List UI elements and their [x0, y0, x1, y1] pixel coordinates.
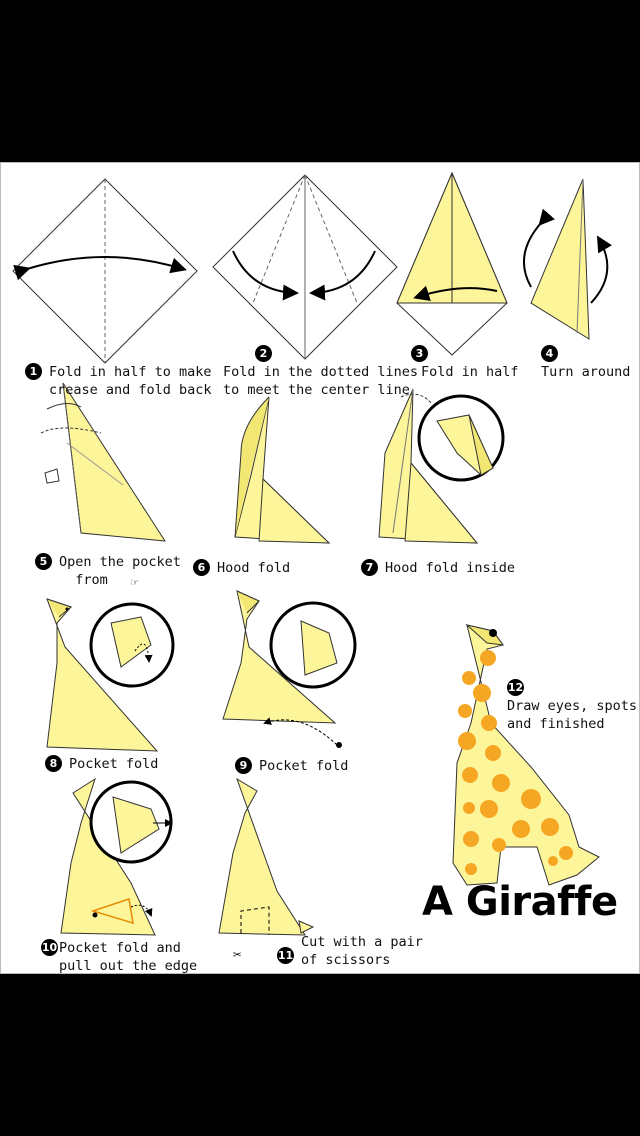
step-9-text: Pocket fold — [259, 758, 349, 774]
step-8-text: Pocket fold — [69, 756, 159, 772]
step-5-caption: 5 Open the pocket from☞ — [35, 553, 181, 589]
hand-pointer-icon: ☞ — [131, 575, 139, 589]
step-5-number: 5 — [35, 553, 52, 570]
svg-text:✂: ✂ — [233, 947, 242, 963]
origami-diagrams: ✂ — [12, 171, 612, 963]
step10-diagram — [60, 777, 173, 936]
step-11-text: Cut with a pair of scissors — [301, 934, 423, 968]
step-4-number: 4 — [541, 345, 558, 362]
step-6-text: Hood fold — [217, 560, 291, 576]
step11-diagram: ✂ — [218, 777, 315, 963]
step-4-text: Turn around — [541, 364, 631, 380]
page-title: A Giraffe — [422, 879, 618, 925]
step-9-caption: 9 Pocket fold — [235, 757, 348, 775]
step-10-text: Pocket fold and pull out the edge — [59, 940, 198, 974]
step2-diagram — [212, 174, 398, 360]
step-7-text: Hood fold inside — [385, 560, 516, 576]
step-2-number: 2 — [255, 345, 272, 362]
step8-diagram — [46, 598, 175, 752]
step-7-number: 7 — [361, 559, 378, 576]
giraffe-final — [452, 624, 600, 886]
step-1-text: Fold in half to make crease and fold bac… — [49, 364, 212, 398]
step-6-caption: 6 Hood fold — [193, 559, 290, 577]
step4-diagram — [523, 178, 612, 340]
step1-diagram — [12, 178, 198, 364]
instruction-sheet: ✂ 1 Fold in half to make crease and fold … — [0, 162, 640, 974]
step-5-text: Open the pocket from — [59, 554, 181, 588]
step6-diagram — [234, 396, 331, 544]
step9-diagram — [222, 590, 357, 748]
step-3-text: Fold in half — [421, 364, 519, 380]
step-1-caption: 1 Fold in half to make crease and fold ba… — [25, 363, 212, 399]
step-8-caption: 8 Pocket fold — [45, 755, 158, 773]
step-3-number: 3 — [411, 345, 428, 362]
step-10-number: 10 — [41, 939, 58, 956]
step-1-number: 1 — [25, 363, 42, 380]
step-11-number: 11 — [277, 947, 294, 964]
step-9-number: 9 — [235, 757, 252, 774]
step-8-number: 8 — [45, 755, 62, 772]
step-12-text: Draw eyes, spots and finished — [507, 698, 638, 732]
step-6-number: 6 — [193, 559, 210, 576]
step5-diagram — [40, 382, 166, 542]
step-12-number: 12 — [507, 679, 524, 696]
step-7-caption: 7 Hood fold inside — [361, 559, 515, 577]
step-11-caption: 11 Cut with a pair of scissors — [277, 933, 423, 969]
step-2-text: Fold in the dotted lines to meet the cen… — [223, 364, 419, 398]
step7-diagram — [378, 388, 505, 544]
step3-diagram — [396, 171, 508, 356]
